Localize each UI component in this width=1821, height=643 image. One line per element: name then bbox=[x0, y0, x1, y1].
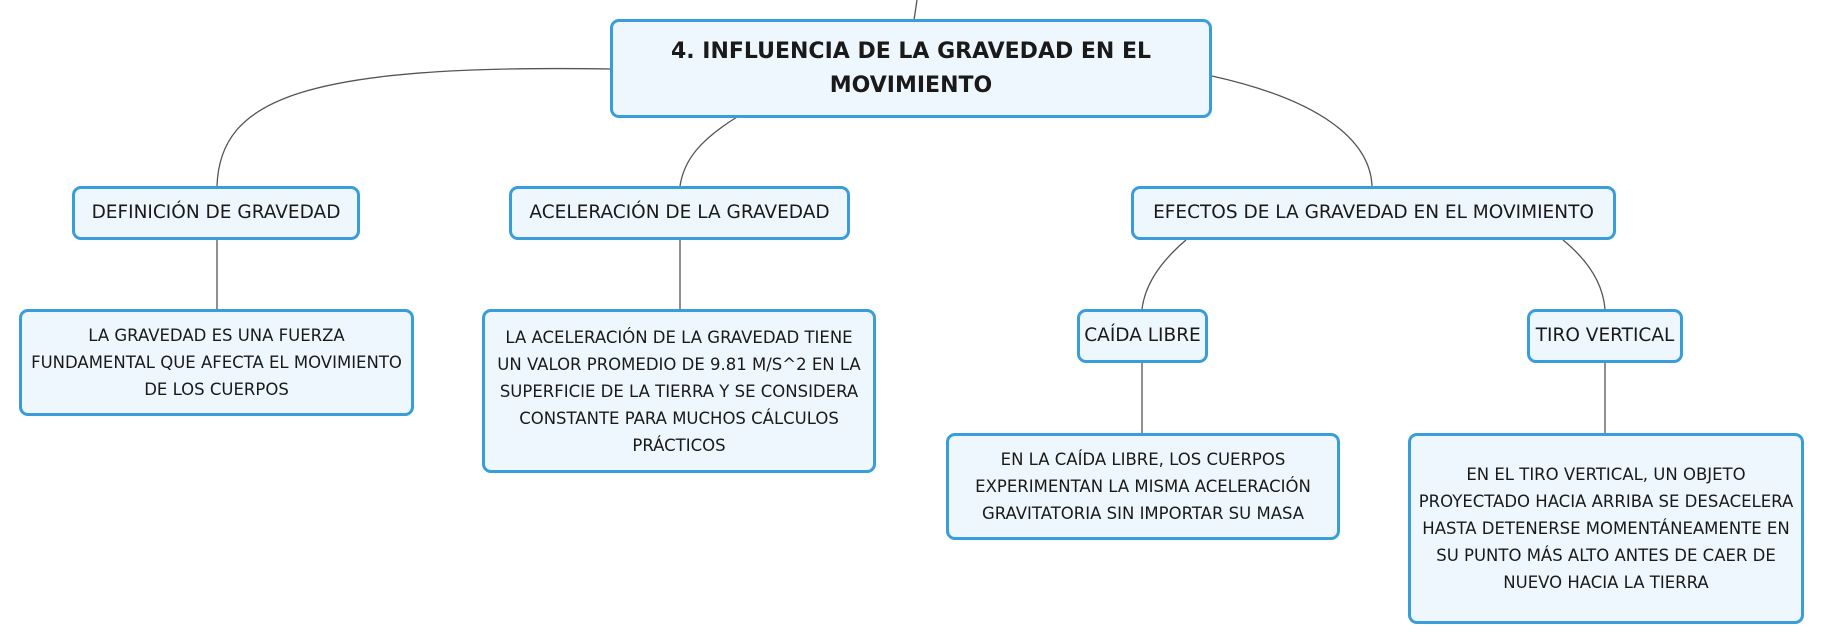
connector-efectos-caida bbox=[1141, 239, 1187, 310]
connector-parent-root bbox=[913, 0, 918, 21]
detail-definicion-gravedad[interactable]: LA GRAVEDAD ES UNA FUERZA FUNDAMENTAL QU… bbox=[19, 309, 414, 416]
connector-root-aceleracion bbox=[679, 116, 738, 187]
topic-efectos-gravedad[interactable]: EFECTOS DE LA GRAVEDAD EN EL MOVIMIENTO bbox=[1131, 186, 1616, 240]
topic-caida-libre-title: CAÍDA LIBRE bbox=[1084, 325, 1201, 346]
topic-efectos-title: EFECTOS DE LA GRAVEDAD EN EL MOVIMIENTO bbox=[1153, 202, 1594, 223]
detail-aceleracion-text: LA ACELERACIÓN DE LA GRAVEDAD TIENE UN V… bbox=[497, 327, 861, 455]
detail-caida-libre[interactable]: EN LA CAÍDA LIBRE, LOS CUERPOS EXPERIMEN… bbox=[946, 433, 1340, 540]
connector-efectos-tiro bbox=[1562, 239, 1606, 310]
topic-tiro-vertical[interactable]: TIRO VERTICAL bbox=[1527, 309, 1683, 363]
connector-root-efectos bbox=[1211, 75, 1373, 187]
topic-aceleracion-gravedad[interactable]: ACELERACIÓN DE LA GRAVEDAD bbox=[509, 186, 850, 240]
detail-aceleracion-gravedad[interactable]: LA ACELERACIÓN DE LA GRAVEDAD TIENE UN V… bbox=[482, 309, 876, 473]
connector-root-definicion bbox=[216, 67, 612, 187]
detail-tiro-vertical-text: EN EL TIRO VERTICAL, UN OBJETO PROYECTAD… bbox=[1418, 465, 1794, 592]
detail-definicion-text: LA GRAVEDAD ES UNA FUERZA FUNDAMENTAL QU… bbox=[31, 326, 402, 399]
detail-caida-libre-text: EN LA CAÍDA LIBRE, LOS CUERPOS EXPERIMEN… bbox=[975, 450, 1311, 523]
topic-definicion-gravedad[interactable]: DEFINICIÓN DE GRAVEDAD bbox=[72, 186, 360, 240]
detail-tiro-vertical[interactable]: EN EL TIRO VERTICAL, UN OBJETO PROYECTAD… bbox=[1408, 433, 1804, 624]
root-node[interactable]: 4. INFLUENCIA DE LA GRAVEDAD EN EL MOVIM… bbox=[610, 19, 1212, 118]
root-title: 4. INFLUENCIA DE LA GRAVEDAD EN EL MOVIM… bbox=[670, 38, 1152, 98]
topic-tiro-vertical-title: TIRO VERTICAL bbox=[1535, 325, 1675, 346]
topic-definicion-title: DEFINICIÓN DE GRAVEDAD bbox=[91, 202, 341, 223]
topic-aceleracion-title: ACELERACIÓN DE LA GRAVEDAD bbox=[529, 202, 830, 223]
topic-caida-libre[interactable]: CAÍDA LIBRE bbox=[1077, 309, 1208, 363]
